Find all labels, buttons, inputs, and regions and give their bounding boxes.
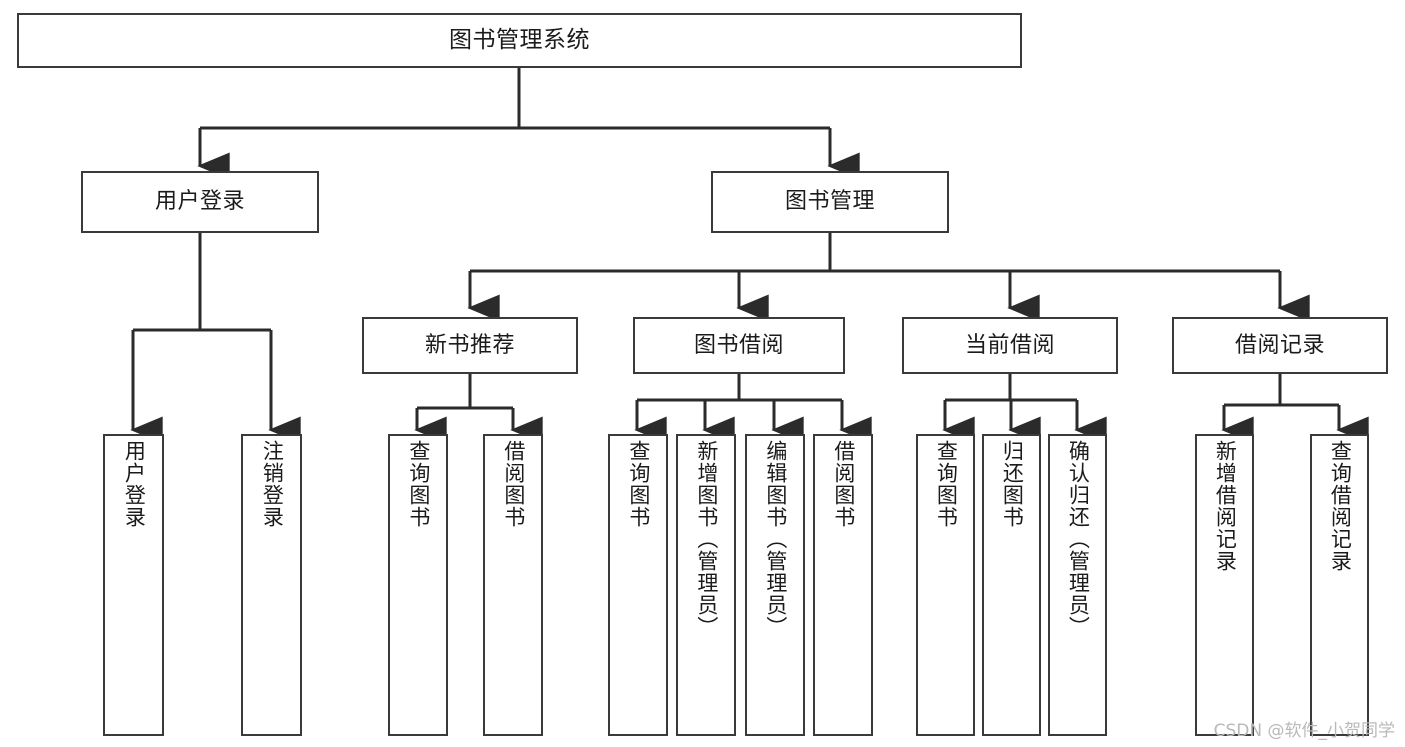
node-leaf-query-book-2[interactable]: 查询图书: [608, 434, 668, 736]
node-leaf-edit-book[interactable]: 编辑图书（管理员）: [745, 434, 805, 736]
node-book-mgmt[interactable]: 图书管理: [711, 171, 949, 233]
node-new-book-rec-label: 新书推荐: [424, 332, 515, 358]
node-current-borrow[interactable]: 当前借阅: [902, 317, 1118, 374]
node-leaf-query-book-3-label: 查询图书: [934, 440, 959, 528]
node-leaf-borrow-book-2[interactable]: 借阅图书: [813, 434, 873, 736]
node-book-borrow-label: 图书借阅: [693, 332, 784, 358]
node-root-label: 图书管理系统: [449, 27, 590, 54]
node-current-borrow-label: 当前借阅: [964, 332, 1055, 358]
node-leaf-add-record[interactable]: 新增借阅记录: [1195, 434, 1254, 736]
node-leaf-borrow-book-1-label: 借阅图书: [501, 440, 526, 528]
node-leaf-return-book-label: 归还图书: [1000, 440, 1025, 528]
node-user-login[interactable]: 用户登录: [81, 171, 319, 233]
node-leaf-edit-book-label: 编辑图书（管理员）: [763, 440, 788, 638]
csdn-watermark: CSDN @软件_小贺同学: [1213, 721, 1395, 741]
node-leaf-query-book-2-label: 查询图书: [626, 440, 651, 528]
node-borrow-record-label: 借阅记录: [1234, 332, 1325, 358]
node-root[interactable]: 图书管理系统: [17, 13, 1022, 68]
node-user-login-label: 用户登录: [154, 189, 245, 215]
node-leaf-user-login-label: 用户登录: [122, 440, 147, 528]
node-leaf-query-book-1[interactable]: 查询图书: [388, 434, 448, 736]
node-leaf-confirm-return-label: 确认归还（管理员）: [1066, 440, 1091, 638]
node-leaf-query-record-label: 查询借阅记录: [1328, 440, 1353, 572]
node-leaf-confirm-return[interactable]: 确认归还（管理员）: [1048, 434, 1107, 736]
node-borrow-record[interactable]: 借阅记录: [1172, 317, 1388, 374]
node-leaf-query-book-1-label: 查询图书: [406, 440, 431, 528]
node-leaf-logout[interactable]: 注销登录: [241, 434, 302, 736]
node-book-borrow[interactable]: 图书借阅: [633, 317, 845, 374]
node-leaf-return-book[interactable]: 归还图书: [982, 434, 1041, 736]
node-leaf-user-login[interactable]: 用户登录: [103, 434, 164, 736]
node-leaf-add-record-label: 新增借阅记录: [1213, 440, 1238, 572]
node-leaf-logout-label: 注销登录: [260, 440, 285, 528]
node-leaf-query-record[interactable]: 查询借阅记录: [1310, 434, 1369, 736]
node-leaf-add-book[interactable]: 新增图书（管理员）: [676, 434, 736, 736]
node-leaf-add-book-label: 新增图书（管理员）: [694, 440, 719, 638]
node-leaf-borrow-book-2-label: 借阅图书: [831, 440, 856, 528]
node-leaf-query-book-3[interactable]: 查询图书: [916, 434, 975, 736]
node-leaf-borrow-book-1[interactable]: 借阅图书: [483, 434, 543, 736]
node-new-book-rec[interactable]: 新书推荐: [362, 317, 578, 374]
node-book-mgmt-label: 图书管理: [784, 189, 875, 215]
